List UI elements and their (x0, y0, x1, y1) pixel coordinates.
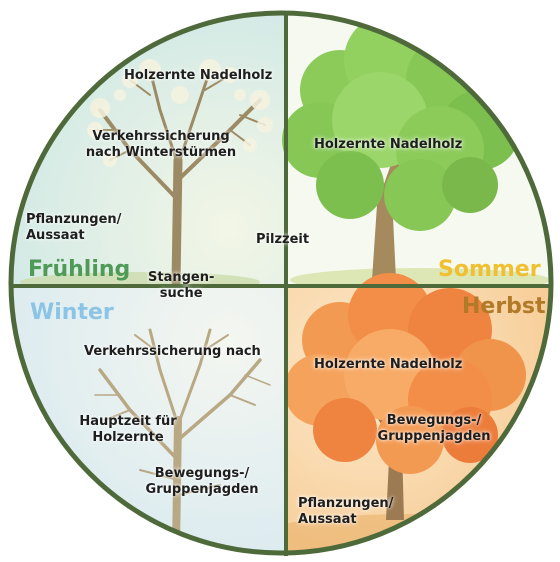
spring-verkehrssicherung-label: Verkehrssicherung nach Winterstürmen (85, 129, 237, 160)
winter-jagden-label: Bewegungs-/ Gruppenjagden (145, 466, 259, 497)
autumn-holzernte-label: Holzernte Nadelholz (314, 357, 463, 372)
spring-holzernte-label: Holzernte Nadelholz (124, 68, 273, 83)
spring-stangensuche-label: Stangen- suche (148, 270, 215, 301)
autumn-jagden-label: Bewegungs-/ Gruppenjagden (377, 413, 491, 444)
autumn-tree (284, 273, 526, 520)
winter-verkehrssicherung-label: Verkehrssicherung nach (84, 344, 261, 359)
summer-pilzzeit-label: Pilzzeit (256, 232, 310, 247)
outer-ring (8, 10, 554, 556)
season-winter: Winter (30, 300, 114, 325)
season-sommer: Sommer (438, 257, 541, 282)
spring-tree (94, 68, 266, 287)
season-fruehling: Frühling (28, 257, 131, 282)
season-herbst: Herbst (462, 294, 546, 319)
winter-hauptzeit-label: Hauptzeit für Holzernte (79, 414, 177, 445)
spring-pflanzungen-label: Pflanzungen/ Aussaat (26, 212, 122, 243)
winter-tree (94, 328, 271, 552)
summer-holzernte-label: Holzernte Nadelholz (314, 137, 463, 152)
spring-blossoms (87, 59, 273, 167)
autumn-pflanzungen-label: Pflanzungen/ Aussaat (298, 496, 394, 527)
